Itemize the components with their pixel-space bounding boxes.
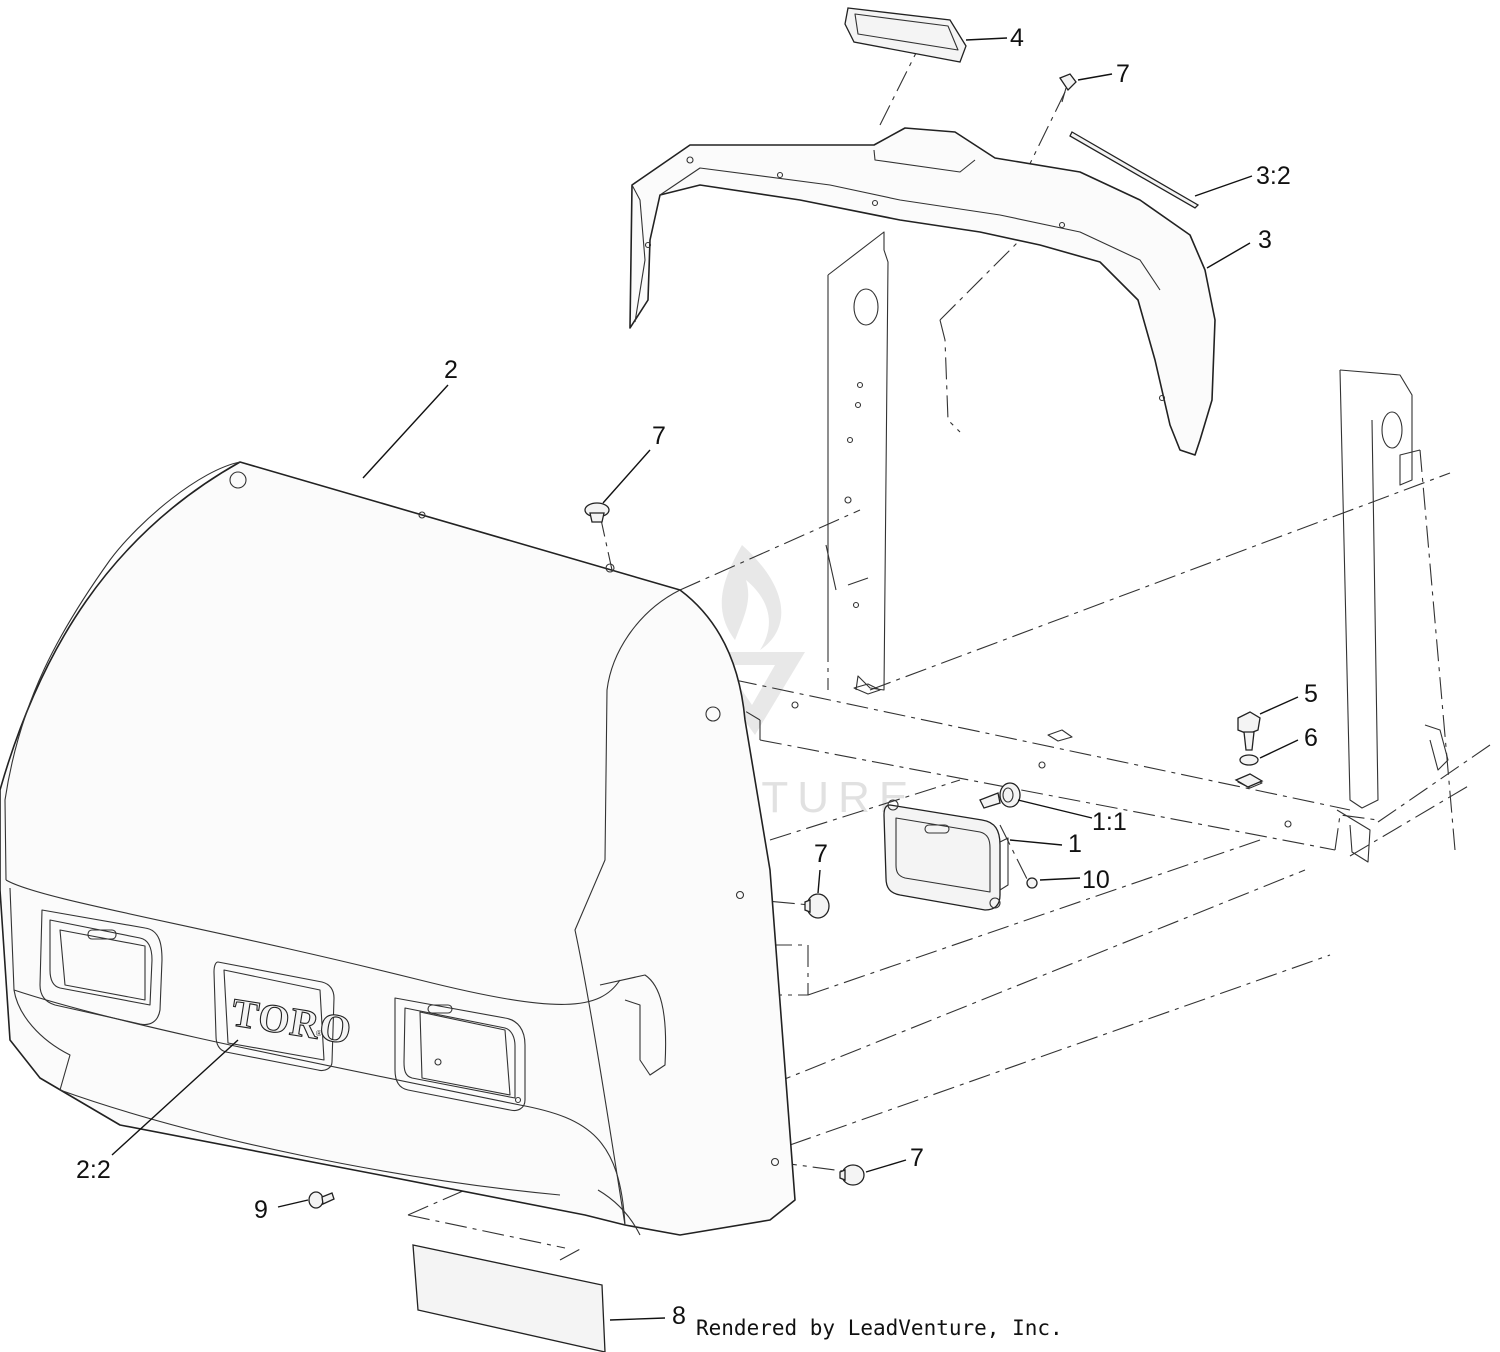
- part-7-plug-hood: [584, 502, 610, 523]
- leader-lines: [111, 37, 1299, 1321]
- frame-right-bracket: [1336, 369, 1449, 863]
- callout-labels: 4 7 3:2 3 2 7 5 6 1:1 1 7 10 2:2 7 9 8: [76, 24, 1318, 1330]
- part-7-plug-side: [804, 893, 830, 919]
- part-4-top-lens: [844, 7, 967, 63]
- callout-1: 1: [1068, 830, 1082, 858]
- part-10-washer: [1026, 877, 1038, 889]
- nut-plate: [1234, 773, 1264, 788]
- part-7-plug-lower: [839, 1164, 865, 1186]
- part-6-washer: [1239, 754, 1259, 766]
- frame-left-bracket: [825, 231, 889, 691]
- callout-6: 6: [1304, 724, 1318, 752]
- part-2-main-hood: [0, 461, 796, 1236]
- part-1-work-light: [883, 799, 1009, 911]
- part-3-2-trim-strip: [1069, 131, 1200, 209]
- part-3-upper-hood: [629, 127, 1216, 456]
- callout-9: 9: [254, 1196, 268, 1224]
- callout-1-1: 1:1: [1092, 808, 1127, 836]
- callout-5: 5: [1304, 680, 1318, 708]
- part-8-decal: [412, 1244, 606, 1352]
- callout-7-lower: 7: [910, 1144, 924, 1172]
- callout-2-2: 2:2: [76, 1156, 111, 1184]
- hood-left-headlight: [39, 909, 163, 1026]
- callout-2: 2: [444, 356, 458, 384]
- part-7-screw-top: [1059, 73, 1077, 103]
- registered-mark: ®: [316, 1029, 322, 1038]
- hood-right-headlight: [394, 997, 526, 1112]
- callout-7-top: 7: [1116, 60, 1130, 88]
- callout-7-side: 7: [814, 840, 828, 868]
- callout-7-hood: 7: [652, 422, 666, 450]
- callout-10: 10: [1082, 866, 1110, 894]
- callout-4: 4: [1010, 24, 1024, 52]
- part-5-bolt: [1237, 711, 1261, 751]
- callout-3-2: 3:2: [1256, 162, 1291, 190]
- callout-3: 3: [1258, 226, 1272, 254]
- callout-8: 8: [672, 1302, 686, 1330]
- part-9-screw: [308, 1191, 335, 1209]
- watermark-flame-icon: [721, 545, 782, 650]
- render-credit: Rendered by LeadVenture, Inc.: [696, 1316, 1063, 1340]
- part-1-1-bulb: [979, 782, 1021, 809]
